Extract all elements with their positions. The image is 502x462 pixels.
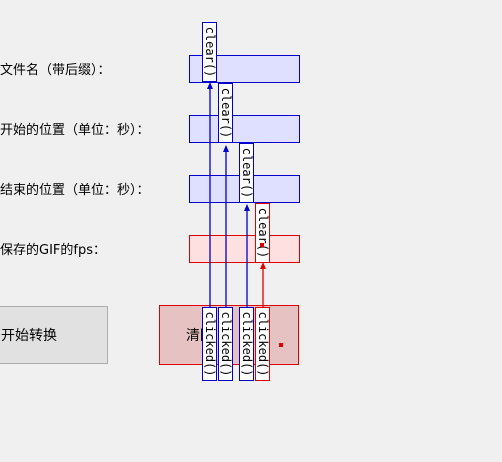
connection-start-marker bbox=[279, 343, 283, 347]
connection-end-marker bbox=[260, 243, 264, 247]
clicked-signal-fps: clicked() bbox=[255, 307, 270, 381]
clear-slot-end: clear() bbox=[239, 143, 254, 203]
filename-label: 文件名（带后缀）： bbox=[0, 63, 111, 78]
start-position-label: 开始的位置（单位：秒）： bbox=[0, 123, 150, 138]
end-position-label: 结束的位置（单位：秒）： bbox=[0, 183, 150, 198]
start-convert-button[interactable]: 开始转换 bbox=[0, 306, 108, 364]
clicked-signal-end: clicked() bbox=[239, 307, 254, 381]
start-position-input[interactable] bbox=[189, 115, 300, 143]
clear-slot-start: clear() bbox=[218, 83, 233, 143]
clicked-signal-start: clicked() bbox=[218, 307, 233, 381]
fps-label: 保存的GIF的fps： bbox=[0, 243, 106, 258]
clear-slot-filename: clear() bbox=[202, 22, 217, 82]
fps-input[interactable] bbox=[189, 235, 300, 263]
clicked-signal-filename: clicked() bbox=[202, 307, 217, 381]
clear-slot-fps: clear() bbox=[255, 203, 270, 263]
